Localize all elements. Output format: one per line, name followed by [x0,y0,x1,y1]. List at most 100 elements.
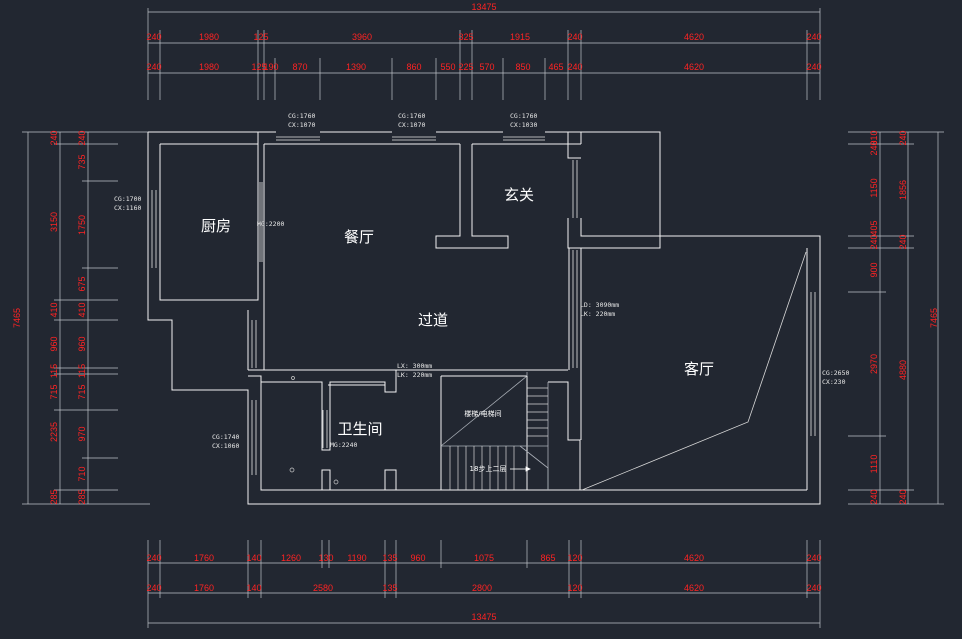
left-dim: 285 [49,489,59,504]
bottom-dim: 120 [567,553,582,563]
right-dim: 2970 [869,354,879,374]
note: CX:1030 [510,121,537,129]
right-dim: 900 [869,262,879,277]
left-dim: 735 [77,154,87,169]
bottom-dim: 1260 [281,553,301,563]
left-outer-labels: 240 3150 410 960 115 715 2235 285 [49,130,59,504]
bottom-dim: 1190 [347,553,366,563]
room-foyer: 玄关 [504,186,534,204]
right-inner-labels: 310 240 1150 405 240 900 2970 1110 240 [869,130,879,504]
left-dim: 715 [49,384,59,399]
room-stair: 楼梯/电梯间 [464,409,501,418]
right-dim: 1856 [898,180,908,200]
bottom-dim: 960 [410,553,425,563]
top-dim: 1980 [199,62,219,72]
right-dim: 240 [898,130,908,145]
bottom-dim: 240 [806,583,821,593]
left-dim: 2235 [49,422,59,442]
right-dim: 240 [869,489,879,504]
note: MG:2200 [257,220,284,228]
top-dim: 550 [440,62,455,72]
stairwell [440,372,581,490]
left-dim: 675 [77,276,87,291]
bathroom-walls [260,370,397,490]
right-outer-labels: 240 1856 240 4880 240 [898,130,908,504]
interior-walls [247,132,820,440]
top-dim: 3960 [352,32,372,42]
left-dim: 960 [49,336,59,351]
left-dim: 410 [77,302,87,317]
bottom-dim: 1760 [194,553,214,563]
left-dim: 970 [77,426,87,441]
note: LK: 220mm [397,371,432,379]
right-dim: 4880 [898,360,908,380]
left-dim: 240 [77,130,87,145]
top-dim: 240 [146,62,161,72]
note: CX:1070 [398,121,425,129]
note: CG:2650 [822,369,849,377]
bottom-dim: 240 [146,553,161,563]
room-kitchen: 厨房 [201,217,231,235]
note: CG:1760 [288,112,315,120]
note: MG:2240 [330,441,357,449]
bottom-dim: 140 [246,553,261,563]
bottom-row1-labels: 240 1760 140 1260 130 1190 135 960 1075 … [146,553,821,563]
bottom-dim: 2800 [472,583,492,593]
top-dim: 1915 [510,32,530,42]
top-dim: 4620 [684,62,704,72]
top-dim: 325 [458,32,473,42]
top-dim: 125 [251,62,266,72]
top-dim: 1980 [199,32,219,42]
top-dim: 240 [806,62,821,72]
bottom-row2-labels: 240 1760 140 2580 135 2800 120 4620 240 [146,583,821,593]
left-dim: 715 [77,384,87,399]
bottom-dim: 130 [318,553,333,563]
stair-treads [449,387,548,490]
exterior-walls [147,131,821,505]
note: CG:1740 [212,433,239,441]
left-dim: 115 [77,364,87,378]
room-dining: 餐厅 [344,228,374,246]
bottom-dim: 4620 [684,553,704,563]
stair-direction-note: 18步上二层 [470,464,507,473]
top-dim: 850 [515,62,530,72]
stair-arrow-icon [510,466,531,472]
top-dim: 125 [253,32,268,42]
left-dim: 710 [77,466,87,481]
left-dim: 410 [49,302,59,317]
bottom-dimensions [147,540,821,628]
top-dim: 240 [806,32,821,42]
top-dimensions [147,8,821,100]
left-dim: 115 [49,364,59,378]
windows [151,136,816,475]
fixtures [289,376,339,485]
left-dim: 1750 [77,215,87,235]
bottom-total: 13475 [471,612,496,622]
top-dim: 240 [567,62,582,72]
top-dim: 570 [479,62,494,72]
kitchen-walls [160,132,276,310]
bottom-dim: 135 [382,583,397,593]
top-row1-labels: 240 1980 125 3960 325 1915 240 4620 240 [146,32,821,42]
right-dim: 240 [869,234,879,249]
living-diagonal [581,251,807,491]
bottom-dim: 240 [146,583,161,593]
top-dim: 240 [567,32,582,42]
top-dim: 870 [292,62,307,72]
top-total-label: 13475 [471,2,496,12]
bottom-dim: 1760 [194,583,214,593]
left-dim: 960 [77,336,87,351]
left-dim: 285 [77,489,87,504]
right-dim: 240 [898,489,908,504]
right-total: 7465 [929,308,939,328]
note: CG:1760 [398,112,425,120]
top-dim: 190 [263,62,278,72]
top-row2-labels: 240 1980 125 190 870 1390 860 550 225 57… [146,62,821,72]
right-dimensions [848,131,944,505]
right-dim: 310 [869,130,879,145]
left-dim: 240 [49,130,59,145]
note: CG:1760 [510,112,537,120]
room-bathroom: 卫生间 [337,420,382,438]
right-dim: 405 [869,220,879,235]
bottom-dim: 2580 [313,583,333,593]
